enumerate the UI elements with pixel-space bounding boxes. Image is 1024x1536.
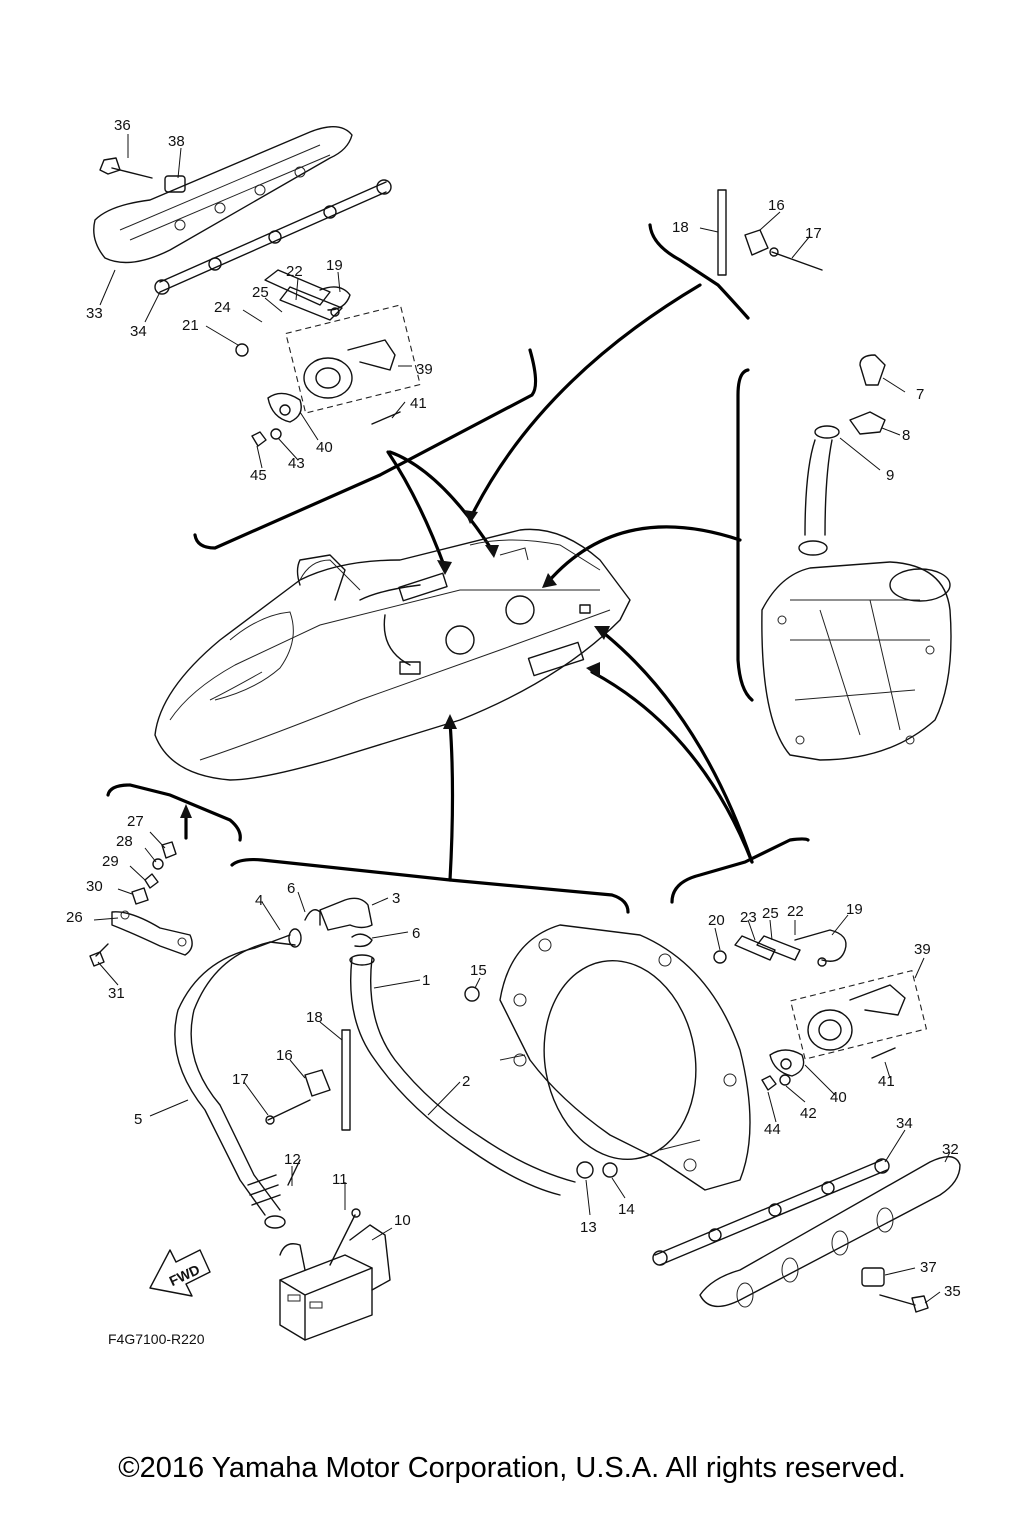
callout-17-lower: 17: [232, 1071, 249, 1088]
callout-37: 37: [920, 1259, 937, 1276]
callout-28: 28: [116, 833, 133, 850]
group-bracket-top-left: [193, 348, 538, 550]
diagram-code: F4G7100-R220: [108, 1331, 205, 1347]
sponson-left-assembly: [93, 126, 392, 295]
callout-12: 12: [284, 1151, 301, 1168]
callout-18-top: 18: [672, 219, 689, 236]
callout-19-lower: 19: [846, 901, 863, 918]
callout-21: 21: [182, 317, 199, 334]
callout-40: 40: [316, 439, 333, 456]
callout-40-lower: 40: [830, 1089, 847, 1106]
callout-15: 15: [470, 962, 487, 979]
group-bracket-top-right: [648, 223, 750, 320]
callout-11: 11: [332, 1171, 348, 1188]
callout-25-lower: 25: [762, 905, 779, 922]
pointer-arrows: [180, 283, 754, 882]
callout-45: 45: [250, 467, 267, 484]
bilge-strainer-left: [235, 269, 421, 447]
sponson-right-assembly: [652, 1156, 961, 1313]
callout-35: 35: [944, 1283, 961, 1300]
callout-3: 3: [392, 890, 400, 907]
intermediate-housing: [499, 924, 751, 1191]
cable-tie-clip-top: [717, 189, 823, 276]
callout-16-top: 16: [768, 197, 785, 214]
callout-41-lower: 41: [878, 1073, 895, 1090]
leader-lines: [93, 134, 951, 1304]
callout-41: 41: [410, 395, 427, 412]
callout-26: 26: [66, 909, 83, 926]
callout-36: 36: [114, 117, 131, 134]
copyright-notice: ©2016 Yamaha Motor Corporation, U.S.A. A…: [118, 1452, 906, 1484]
bilge-strainer-right: [713, 929, 928, 1091]
callout-19: 19: [326, 257, 343, 274]
jet-pump-assembly: [761, 354, 952, 761]
callout-24: 24: [214, 299, 231, 316]
forward-direction-arrow: FWD: [149, 1249, 211, 1297]
callout-22: 22: [286, 263, 303, 280]
callout-7: 7: [916, 386, 924, 403]
callout-numbers: 36 38 33 34 22 19 24 25 21 39 41 40 43 4…: [66, 117, 961, 1300]
callout-25: 25: [252, 284, 269, 301]
callout-44-lower: 44: [764, 1121, 781, 1138]
callout-8: 8: [902, 427, 910, 444]
callout-10: 10: [394, 1212, 411, 1229]
callout-33: 33: [86, 305, 103, 322]
callout-5: 5: [134, 1111, 142, 1128]
callout-27: 27: [127, 813, 144, 830]
callout-43: 43: [288, 455, 305, 472]
hose-set: [174, 897, 618, 1229]
callout-18-lower: 18: [306, 1009, 323, 1026]
callout-9: 9: [886, 467, 894, 484]
callout-4: 4: [255, 892, 263, 909]
callout-6-lower: 6: [412, 925, 420, 942]
callout-17-top: 17: [805, 225, 822, 242]
group-bracket-left: [106, 783, 242, 842]
callout-22-lower: 22: [787, 903, 804, 920]
callout-30: 30: [86, 878, 103, 895]
callout-32: 32: [942, 1141, 959, 1158]
callout-6-upper: 6: [287, 880, 295, 897]
callout-23-lower: 23: [740, 909, 757, 926]
control-module: [279, 1208, 391, 1341]
callout-39: 39: [416, 361, 433, 378]
callout-14: 14: [618, 1201, 635, 1218]
callout-42-lower: 42: [800, 1105, 817, 1122]
callout-1: 1: [422, 972, 430, 989]
fwd-label: FWD: [167, 1261, 203, 1289]
callout-16-lower: 16: [276, 1047, 293, 1064]
callout-2: 2: [462, 1073, 470, 1090]
callout-20-lower: 20: [708, 912, 725, 929]
callout-29: 29: [102, 853, 119, 870]
callout-13: 13: [580, 1219, 597, 1236]
callout-31: 31: [108, 985, 125, 1002]
bracket-assembly-lower-left: [89, 841, 193, 967]
callout-39-lower: 39: [914, 941, 931, 958]
group-bracket-lower-right: [670, 837, 810, 904]
callout-34: 34: [130, 323, 147, 340]
callout-34-lower: 34: [896, 1115, 913, 1132]
group-bracket-right: [736, 368, 754, 702]
cable-tie-clip-lower: [265, 1029, 351, 1131]
watercraft-hull: [154, 528, 631, 781]
callout-38: 38: [168, 133, 185, 150]
